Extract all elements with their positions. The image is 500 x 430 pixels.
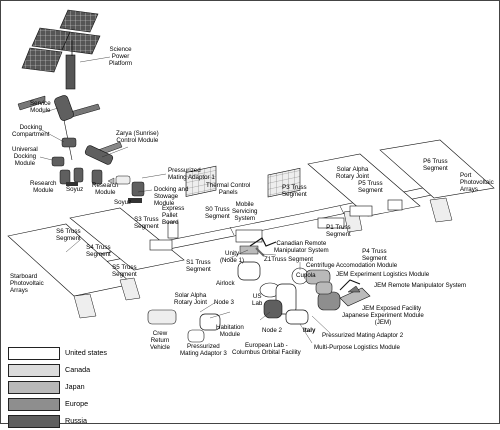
legend-swatch (8, 381, 60, 394)
label-node2: Node 2 (262, 327, 282, 334)
label-research-module-2: Research Module (92, 182, 119, 196)
label-p4-truss: P4 Truss Segment (362, 248, 387, 262)
label-airlock: Airlock (216, 280, 235, 287)
label-s3-truss: S3 Truss Segment (134, 216, 159, 230)
label-soyuz-1: Soyuz (66, 186, 84, 193)
label-service-module: Service Module (30, 100, 51, 114)
service-module (17, 95, 101, 161)
label-soyuz-2: Soyuz (114, 199, 132, 206)
zarya-module (84, 141, 123, 165)
label-jem: Japanese Experiment Module (JEM) (342, 312, 424, 326)
label-universal-docking-module: Universal Docking Module (12, 146, 38, 167)
label-pma2: Pressurized Mating Adaptor 2 (322, 332, 404, 339)
central-truss-pieces (149, 199, 403, 255)
robotic-arms (249, 237, 361, 291)
label-canadian-rms: Canadian Remote Manipulator System (274, 240, 329, 254)
legend-item-russia: Russia (8, 413, 128, 430)
label-port-arrays: Port Photovoltaic Arrays (460, 172, 494, 193)
label-centrifuge: Centrifuge Accomodation Module (306, 262, 398, 269)
legend-swatch (8, 415, 60, 428)
leader-lines (39, 56, 331, 344)
label-s6-truss: S6 Truss Segment (56, 228, 81, 242)
legend-swatch (8, 364, 60, 377)
legend-item-canada: Canada (8, 362, 128, 379)
label-s5-truss: S5 Truss Segment (112, 264, 137, 278)
label-pma3: Pressurized Mating Adaptor 3 (180, 343, 227, 357)
label-jem-elm: JEM Experiment Logistics Module (336, 271, 430, 278)
label-habitation: Habitation Module (216, 324, 244, 338)
label-mobile-servicing: Mobile Servicing System (232, 201, 258, 222)
label-p3-truss: P3 Truss Segment (282, 184, 307, 198)
label-italy: Italy (303, 327, 316, 334)
label-jem-rms: JEM Remote Manipulator System (374, 282, 467, 289)
japanese-modules (305, 269, 371, 307)
legend: United states Canada Japan Europe Russia (8, 345, 128, 430)
european-modules (263, 291, 341, 319)
label-docking-compartment: Docking Compartment (12, 124, 50, 138)
label-research-module-1: Research Module (30, 180, 57, 194)
label-p6-truss: P6 Truss Segment (423, 158, 448, 172)
label-docking-stowage: Docking and Stowage Module (154, 186, 189, 207)
label-p5-truss: P5 Truss Segment (358, 180, 383, 194)
legend-item-japan: Japan (8, 379, 128, 396)
label-p1-truss: P1 Truss Segment (326, 224, 351, 238)
label-crv: Crew Return Vehicle (150, 330, 170, 351)
label-s0-truss: S0 Truss Segment (205, 206, 230, 220)
label-z1-truss: Z1Truss Segment (264, 256, 313, 263)
label-s1-truss: S1 Truss Segment (186, 259, 211, 273)
legend-label: Japan (65, 382, 85, 391)
label-thermal-panels: Thermal Control Panels (206, 182, 251, 196)
label-starboard-arrays: Starboard Photovoltaic Arrays (10, 273, 44, 294)
label-sarj-right: Solar Alpha Rotary Joint (336, 166, 370, 180)
legend-label: Russia (65, 416, 87, 425)
label-s4-truss: S4 Truss Segment (86, 244, 111, 258)
label-us-lab: US Lab (252, 293, 263, 307)
canadian-arm (255, 247, 265, 257)
label-express-pallet: Express Pallet Board (162, 205, 185, 226)
legend-label: United states (65, 348, 107, 357)
label-node3: Node 3 (214, 299, 234, 306)
legend-swatch (8, 398, 60, 411)
legend-item-united-states: United states (8, 345, 128, 362)
label-sarj-left: Solar Alpha Rotary Joint (174, 292, 208, 306)
label-columbus: European Lab - Columbus Orbital Facility (232, 342, 301, 356)
label-pma1: Pressurized Mating Adaptor 1 (168, 167, 215, 181)
label-zarya: Zarya (Sunrise) Control Module (116, 130, 159, 144)
legend-swatch (8, 347, 60, 360)
legend-label: Europe (65, 399, 89, 408)
label-jem-ef: JEM Exposed Facility (362, 305, 422, 312)
thermal-control-panels (185, 165, 301, 198)
label-science-power-platform: Science Power Platform (109, 46, 133, 67)
legend-label: Canada (65, 365, 91, 374)
label-unity: Unity (Node 1) (220, 250, 245, 264)
starboard-arrays (7, 207, 185, 319)
legend-item-europe: Europe (8, 396, 128, 413)
label-mplm: Multi-Purpose Logistics Module (314, 344, 400, 351)
science-power-platform (21, 9, 101, 90)
label-cupola: Cupola (296, 272, 316, 279)
russian-segment-modules (51, 137, 145, 203)
